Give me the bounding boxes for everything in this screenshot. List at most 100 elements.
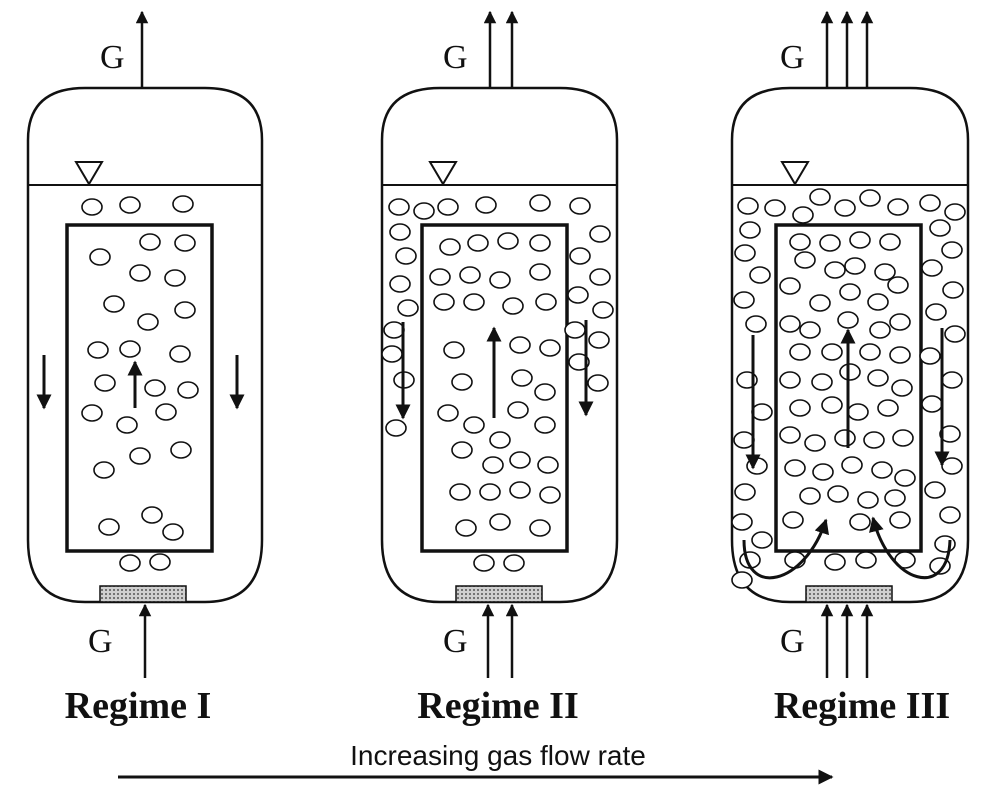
bubble-icon [889,313,911,331]
bubble-icon [892,429,914,447]
bubble-icon [383,321,405,339]
bubble-icon [534,416,556,434]
draft-tube [65,223,214,553]
bubble-icon [437,404,459,422]
bubble-icon [924,481,946,499]
bubble-icon [734,244,756,262]
bubble-icon [887,198,909,216]
bubble-icon [433,293,455,311]
gas-sparger [99,585,187,603]
bubble-icon [889,346,911,364]
bubble-icon [871,461,893,479]
bubble-icon [589,225,611,243]
bubble-icon [877,399,899,417]
bubble-icon [944,203,966,221]
bubble-icon [847,403,869,421]
bubble-icon [789,399,811,417]
bubble-icon [824,261,846,279]
bubble-icon [737,197,759,215]
bubble-icon [569,247,591,265]
bubble-icon [129,264,151,282]
bubble-icon [821,396,843,414]
bubble-icon [779,426,801,444]
bubble-icon [894,469,916,487]
bubble-icon [879,233,901,251]
gas-outlet-label: G [780,39,805,76]
bubble-icon [529,519,551,537]
bubble-icon [934,535,956,553]
bubble-icon [819,234,841,252]
bubble-icon [482,456,504,474]
bubble-icon [174,234,196,252]
bubble-icon [859,343,881,361]
bubble-icon [489,431,511,449]
flow-rate-caption: Increasing gas flow rate [350,740,646,771]
gas-sparger [455,585,543,603]
bubble-icon [841,456,863,474]
bubble-icon [473,554,495,572]
bubble-icon [539,486,561,504]
bubble-icon [867,293,889,311]
bubble-icon [509,481,531,499]
bubble-icon [811,373,833,391]
bubble-icon [919,194,941,212]
bubble-icon [569,197,591,215]
bubble-icon [749,266,771,284]
regime-label: Regime II [417,685,578,727]
bubble-icon [489,271,511,289]
bubble-icon [139,233,161,251]
bubble-icon [467,234,489,252]
recirculation-arrow-right-icon [869,516,952,580]
bubble-icon [745,315,767,333]
bubble-icon [172,195,194,213]
bubble-cloud [731,188,966,589]
bubble-icon [589,268,611,286]
bubble-icon [587,374,609,392]
bubble-icon [98,518,120,536]
bubble-icon [93,461,115,479]
gas-inlet-label: G [443,623,468,660]
bubble-icon [919,347,941,365]
bubble-icon [891,379,913,397]
bubble-icon [479,483,501,501]
bubble-icon [164,269,186,287]
bubble-icon [439,238,461,256]
regime-label: Regime III [774,685,950,727]
bubble-icon [941,371,963,389]
bubble-icon [169,345,191,363]
bubble-icon [81,404,103,422]
bubble-icon [889,511,911,529]
bubble-icon [429,268,451,286]
bubble-icon [539,339,561,357]
bubble-icon [509,451,531,469]
bubble-icon [812,463,834,481]
bubble-icon [389,223,411,241]
bubble-icon [529,194,551,212]
bubble-icon [155,403,177,421]
bubble-icon [137,313,159,331]
bubble-icon [388,198,410,216]
bubble-icon [857,491,879,509]
bubble-icon [87,341,109,359]
bubble-cloud [81,195,199,572]
bubble-icon [103,295,125,313]
bubble-icon [799,487,821,505]
reactor-regime-1: G G Regime I [26,10,264,727]
bubble-icon [529,234,551,252]
bubble-icon [939,425,961,443]
bubble-icon [799,321,821,339]
bubble-icon [734,483,756,501]
gas-outlet [820,10,874,88]
bubble-icon [855,551,877,569]
bubble-icon [839,363,861,381]
bubble-icon [94,374,116,392]
bubble-icon [592,301,614,319]
bubble-icon [794,251,816,269]
bubble-icon [751,531,773,549]
bubble-icon [784,459,806,477]
bubble-icon [789,343,811,361]
bubble-icon [529,263,551,281]
bubble-icon [859,189,881,207]
bubble-icon [451,441,473,459]
